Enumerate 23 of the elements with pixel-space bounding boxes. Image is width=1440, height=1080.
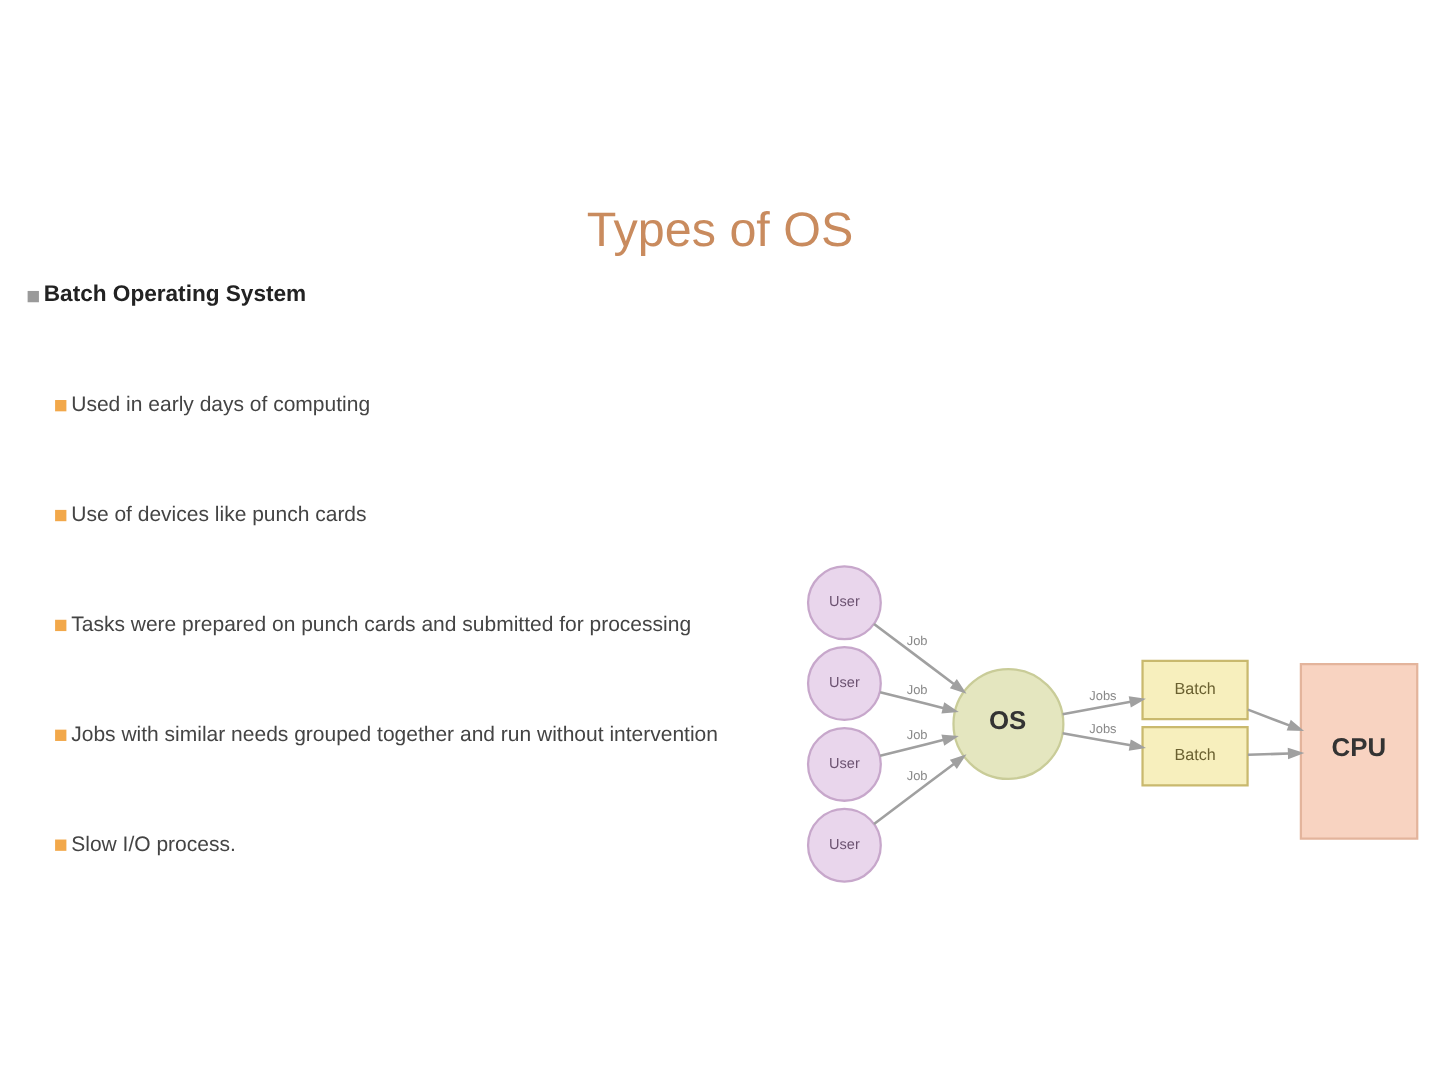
node-circle: User [806, 645, 882, 721]
node-circle: User [806, 806, 882, 882]
arrow [873, 753, 967, 825]
label: Tasks were prepared on punch cards and submitted for processing [71, 611, 692, 636]
label: Slow I/O process. [71, 831, 236, 856]
label: Use of devices like punch cards [71, 502, 367, 527]
arrow [1247, 707, 1305, 731]
arrow [873, 621, 967, 693]
node-box: Batch [1141, 658, 1249, 720]
arrow [879, 689, 959, 713]
arrow [1247, 746, 1305, 759]
arrow [1062, 730, 1146, 750]
arrow [1062, 695, 1146, 715]
arrow [879, 733, 959, 757]
node-box: Batch [1141, 725, 1249, 786]
node-box: CPU [1299, 662, 1419, 839]
label: Jobs with similar needs grouped together and run without intervention [71, 721, 718, 746]
label: Used in early days of computing [71, 392, 371, 417]
diagram-title: Types of OS [586, 202, 854, 257]
node-circle: User [806, 564, 882, 640]
node-circle: User [806, 725, 882, 801]
label: Batch Operating System [43, 281, 307, 306]
node-circle: OS [952, 666, 1065, 780]
